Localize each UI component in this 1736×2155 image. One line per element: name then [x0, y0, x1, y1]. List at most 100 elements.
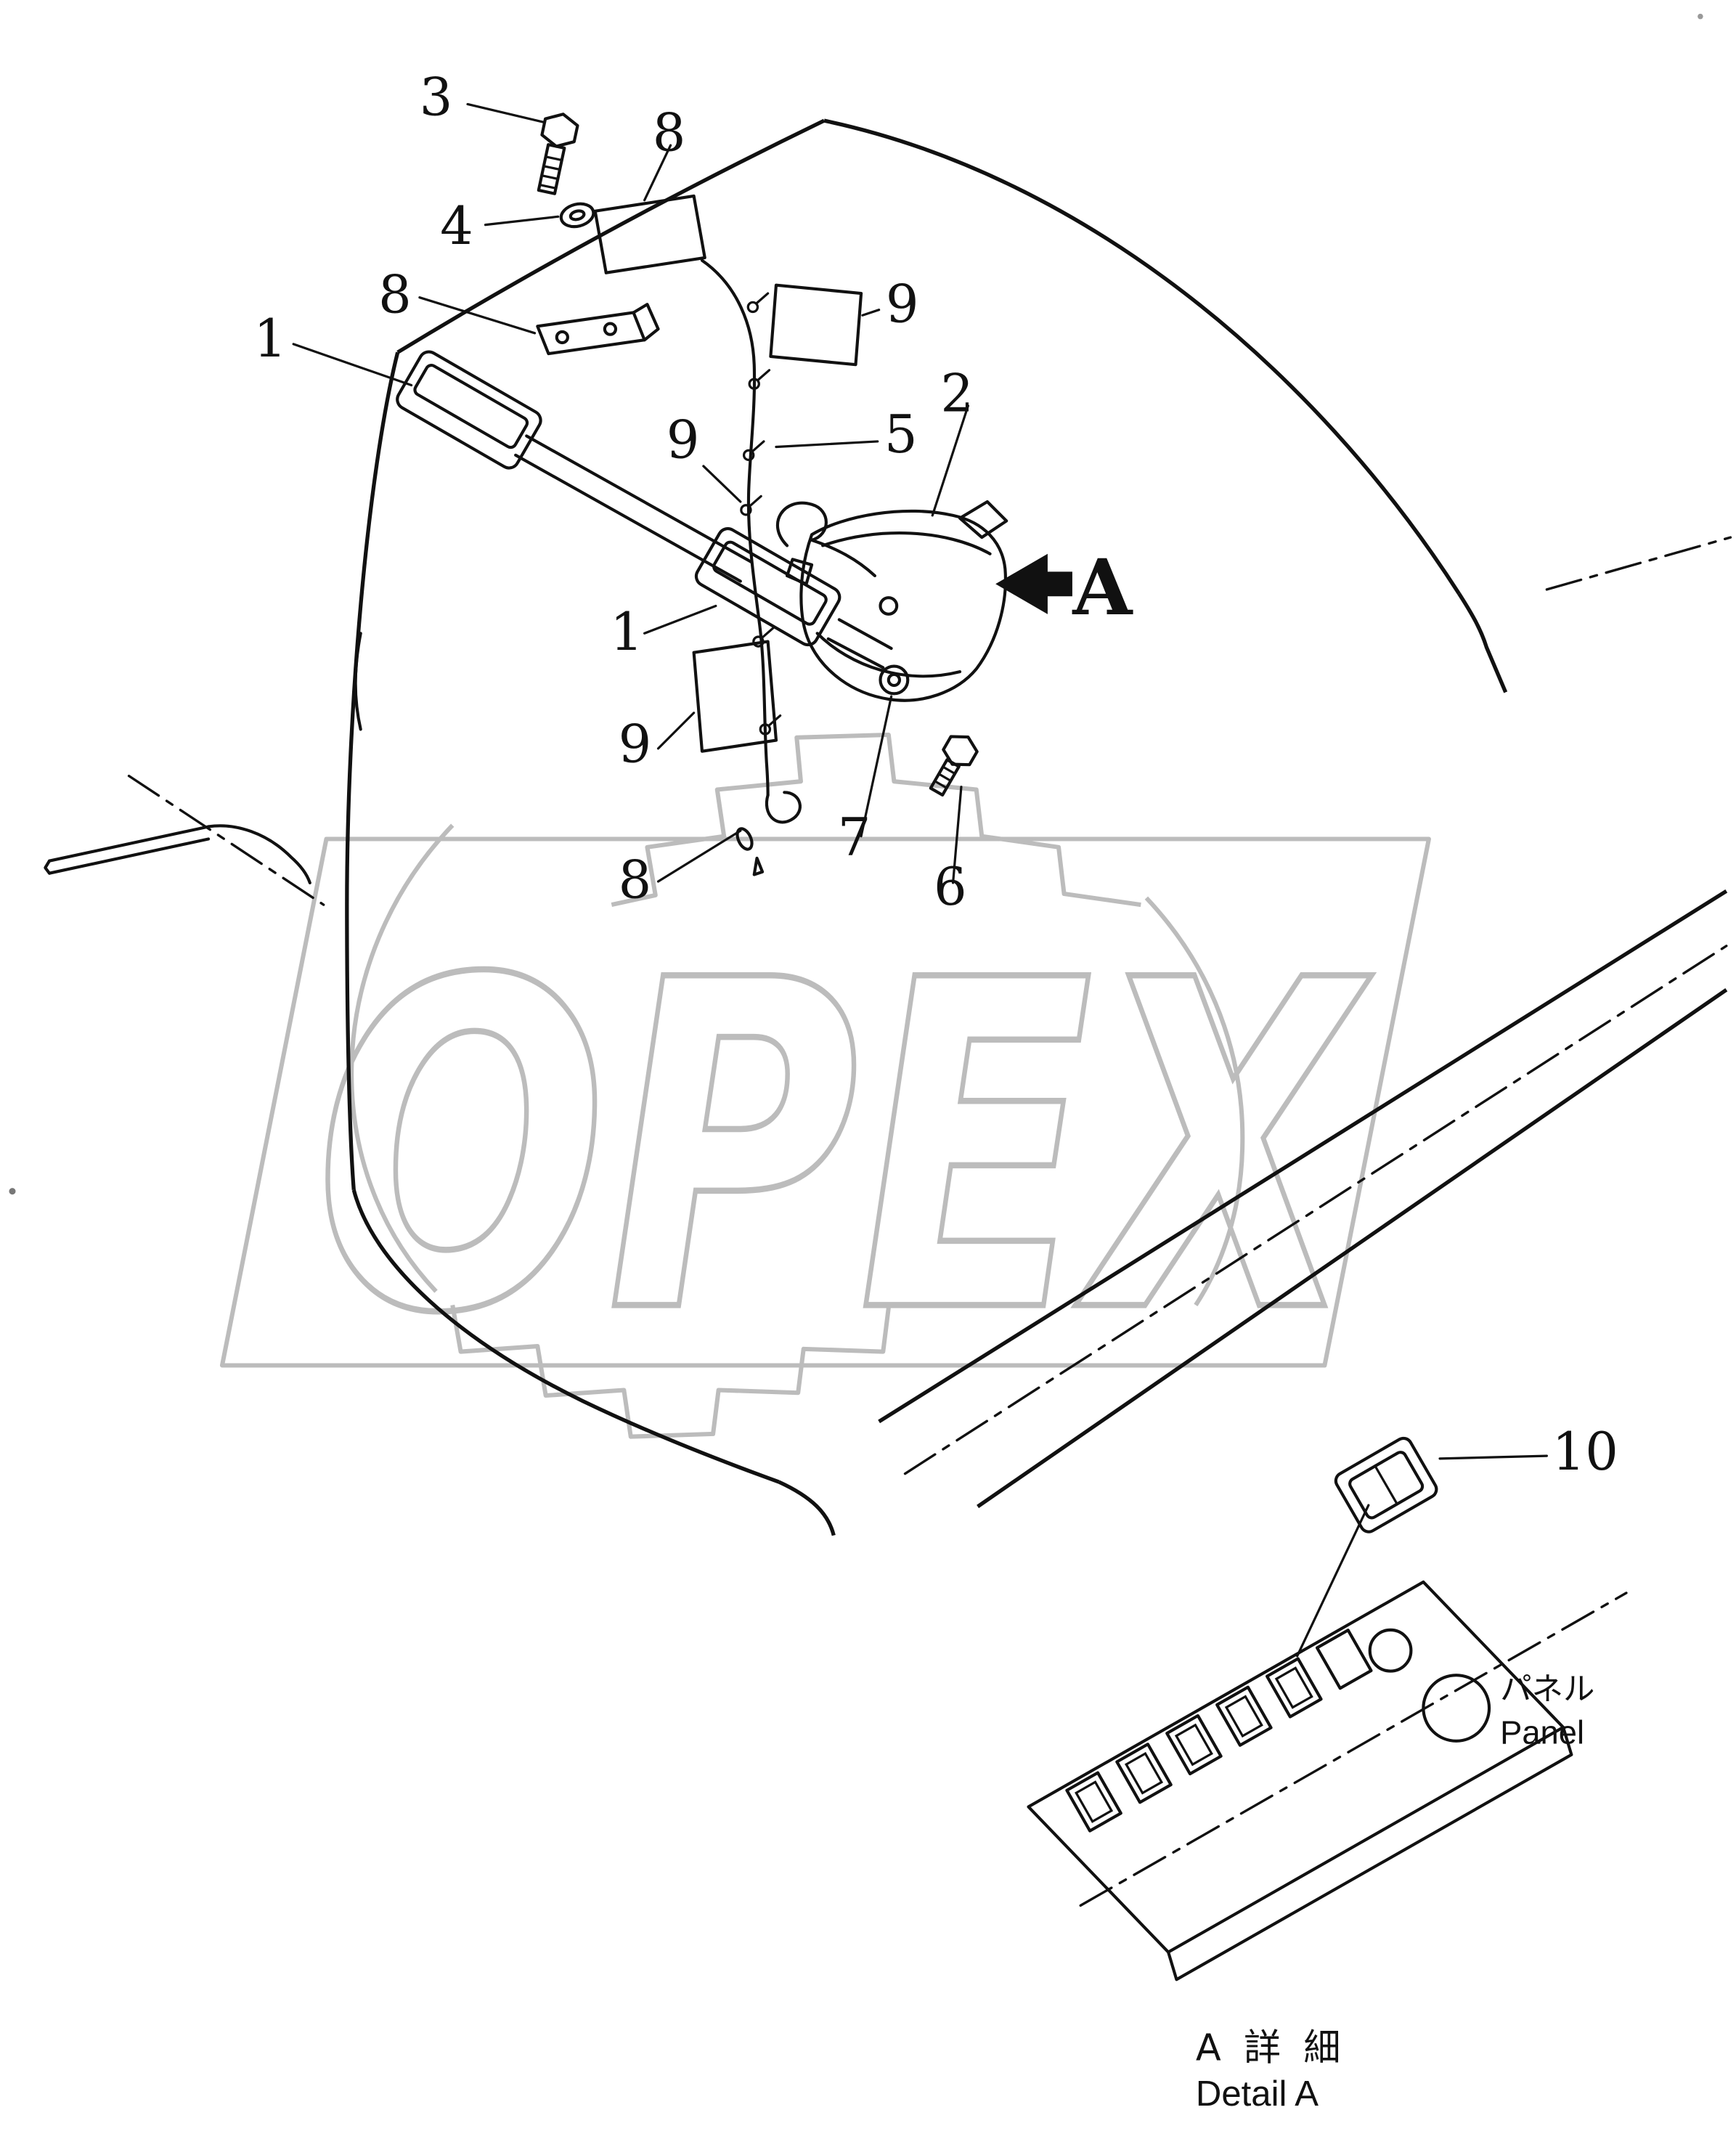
leader-3: [466, 102, 545, 123]
slot-inner: [1174, 1723, 1213, 1767]
harness-lamp-curl: [775, 501, 877, 578]
harness-clip: [748, 369, 771, 390]
lamp-bar-bottom-edge: [514, 453, 742, 583]
slot-inner: [1224, 1695, 1263, 1738]
handrail-bracket: [206, 824, 311, 884]
lamp-bar-extension-bottom: [826, 637, 885, 669]
harness-clip: [746, 292, 770, 314]
mount-bracket-hole-2: [603, 322, 618, 336]
working-lamp-assembly: [785, 500, 1008, 702]
callout-8a: 8: [653, 102, 686, 163]
detail-a-panel: パネル Panel A 詳 細 Detail A: [1027, 1436, 1628, 2114]
callout-numbers: 3 4 8 8 1 9 2 5 9 1 9 8 7 6 10: [253, 67, 1618, 1482]
slot-outline: [1115, 1743, 1173, 1804]
washer-4-inner: [569, 209, 586, 221]
panel-switch-slot: [1266, 1657, 1323, 1719]
opex-watermark: OPEX: [219, 732, 1431, 1439]
leader-9-top: [861, 309, 881, 317]
harness-end-loop: [765, 791, 802, 824]
lamp2-housing: [799, 509, 1007, 702]
phantom-line-top-right: [1545, 536, 1732, 591]
scan-speck: [1698, 13, 1703, 20]
clip-tab: [749, 494, 762, 508]
terminal-pin: [752, 856, 765, 876]
wiring-harness: [700, 258, 877, 876]
harness-end-terminals: [735, 827, 765, 876]
harness-main-run: [700, 258, 770, 797]
washer-4-outer: [559, 202, 595, 229]
lamp2-bottom-contour: [815, 632, 962, 678]
callout-8c: 8: [619, 850, 652, 911]
switch-10-rocker-line: [1374, 1464, 1398, 1506]
view-direction-arrow-icon: [995, 553, 1072, 614]
leader-9-lower: [656, 712, 696, 750]
view-direction-label: A: [1072, 542, 1133, 632]
detail-caption-jp: A 詳 細: [1196, 2027, 1346, 2070]
panel-switch-slot: [1215, 1685, 1273, 1747]
fasteners: [537, 113, 979, 797]
panel-phantom-line: [1079, 1592, 1628, 1907]
watermark-gear-teeth-top: [611, 732, 1141, 908]
lamp-bar-extension-top: [837, 618, 893, 651]
callout-8b: 8: [378, 264, 412, 325]
bolt-3-shaft: [537, 143, 566, 195]
panel-round-socket: [1422, 1674, 1491, 1743]
clip-tab: [755, 292, 770, 304]
handrail-upper-line: [47, 825, 211, 863]
callout-1a: 1: [253, 308, 287, 369]
callout-6: 6: [934, 856, 967, 917]
leader-5: [775, 440, 879, 449]
cab-roof-arc: [823, 118, 1461, 595]
washer-4: [559, 202, 595, 229]
bolt-6-hex-head: [942, 735, 979, 767]
mount-bracket-flap: [632, 303, 660, 342]
slot-outline: [1315, 1629, 1373, 1690]
slot-outline: [1165, 1714, 1223, 1776]
callout-3: 3: [420, 67, 453, 128]
phantom-line-left: [127, 774, 325, 906]
leader-1-mid: [643, 604, 717, 635]
harness-clip: [742, 440, 765, 462]
phantom-line-deck: [903, 945, 1728, 1475]
lamp-bar-top-edge: [525, 434, 754, 564]
leader-8-bottom: [656, 829, 742, 883]
leader-8-left: [418, 296, 537, 335]
watermark-gear-teeth-bottom: [450, 1304, 891, 1439]
leader-10: [1438, 1454, 1548, 1460]
plate-9-lower: [692, 640, 778, 753]
slot-outline: [1266, 1657, 1323, 1719]
callout-7: 7: [838, 807, 871, 868]
lamp2-pivot: [879, 596, 899, 616]
callout-1b: 1: [610, 601, 643, 662]
watermark-gear-arc-left: [349, 823, 455, 1293]
clip-ring: [742, 449, 755, 462]
callout-9b: 9: [667, 410, 700, 470]
panel-switch-slot: [1115, 1743, 1173, 1804]
caution-plates: [593, 194, 863, 753]
mount-bracket-hole-1: [555, 330, 569, 345]
leader-2: [931, 404, 969, 517]
cab-right-edge: [1457, 592, 1508, 693]
cab-door-seam: [354, 632, 362, 731]
lamp2-top-contour: [821, 531, 992, 555]
washer-7-outer: [879, 664, 910, 696]
plate-8-top: [593, 194, 706, 274]
lamp-housing-left-lens: [413, 364, 529, 449]
clip-tab: [751, 440, 765, 452]
scan-speck: [9, 1188, 16, 1195]
clip-ring: [748, 378, 760, 390]
switch-10-bezel: [1334, 1436, 1438, 1533]
cab-left-pillar: [345, 351, 400, 1191]
cab-front-bottom-corner: [778, 1480, 836, 1536]
mounting-bolt-3: [537, 113, 579, 195]
leader-6: [951, 786, 963, 884]
mounting-bolt-6: [929, 735, 979, 797]
clip-ring: [740, 504, 752, 516]
clip-ring: [759, 723, 772, 736]
panel-label-jp: パネル: [1500, 1671, 1594, 1708]
lamp2-top-tab: [958, 500, 1008, 539]
lamp-housing-left: [396, 350, 542, 470]
slot-inner: [1075, 1780, 1114, 1823]
leader-switch-to-panel: [1296, 1504, 1370, 1658]
slot-outline: [1065, 1771, 1122, 1833]
